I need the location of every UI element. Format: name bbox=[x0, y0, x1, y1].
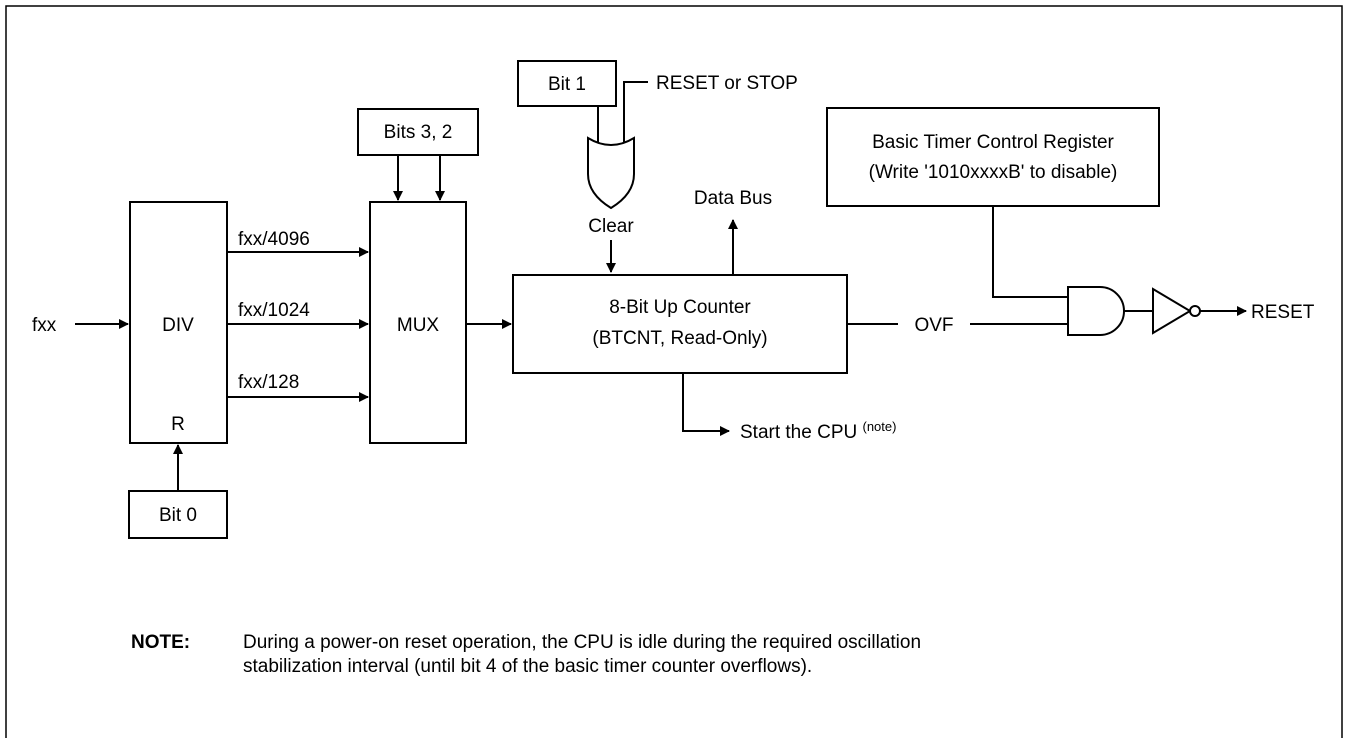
control-register-title: Basic Timer Control Register bbox=[872, 132, 1114, 153]
control-register-to-and-wire bbox=[992, 206, 1068, 298]
reset-or-stop-label: RESET or STOP bbox=[656, 73, 798, 94]
and-gate bbox=[1067, 286, 1125, 336]
bits32-box bbox=[357, 108, 479, 156]
div-block-title: DIV bbox=[162, 315, 194, 336]
note-line-1: During a power-on reset operation, the C… bbox=[243, 632, 921, 653]
start-cpu-note: (note) bbox=[863, 419, 897, 434]
mux-block-title: MUX bbox=[397, 315, 440, 336]
bit1-box bbox=[517, 60, 617, 107]
control-register-subtitle: (Write '1010xxxxB' to disable) bbox=[869, 162, 1118, 183]
reset-stop-wire bbox=[623, 81, 648, 142]
fxx-input-label: fxx bbox=[32, 315, 57, 336]
mux-block bbox=[369, 201, 467, 444]
div-reset-pin-label: R bbox=[171, 414, 185, 435]
counter-subtitle: (BTCNT, Read-Only) bbox=[592, 328, 767, 349]
control-register-box bbox=[826, 107, 1160, 207]
inverter-bubble bbox=[1189, 305, 1201, 317]
counter-block bbox=[512, 274, 848, 374]
fxx-128-label: fxx/128 bbox=[238, 372, 299, 393]
data-bus-label: Data Bus bbox=[694, 188, 772, 209]
reset-output-label: RESET bbox=[1251, 302, 1315, 323]
inverter-gate bbox=[1152, 287, 1192, 335]
start-cpu-text: Start the CPU bbox=[740, 422, 863, 443]
start-cpu-label: Start the CPU (note) bbox=[740, 419, 896, 443]
bit0-label: Bit 0 bbox=[159, 505, 197, 526]
diagram-frame bbox=[5, 5, 1343, 738]
fxx-4096-label: fxx/4096 bbox=[238, 229, 310, 250]
clear-label: Clear bbox=[588, 216, 634, 237]
note-line-2: stabilization interval (until bit 4 of t… bbox=[243, 656, 812, 677]
start-cpu-wire bbox=[682, 373, 730, 436]
fxx-1024-label: fxx/1024 bbox=[238, 300, 310, 321]
bits32-label: Bits 3, 2 bbox=[384, 122, 453, 143]
note-label: NOTE: bbox=[131, 632, 190, 653]
counter-title: 8-Bit Up Counter bbox=[609, 297, 751, 318]
div-block bbox=[129, 201, 228, 444]
bit1-label: Bit 1 bbox=[548, 74, 586, 95]
or-gate bbox=[587, 136, 635, 210]
ovf-label: OVF bbox=[914, 315, 953, 336]
